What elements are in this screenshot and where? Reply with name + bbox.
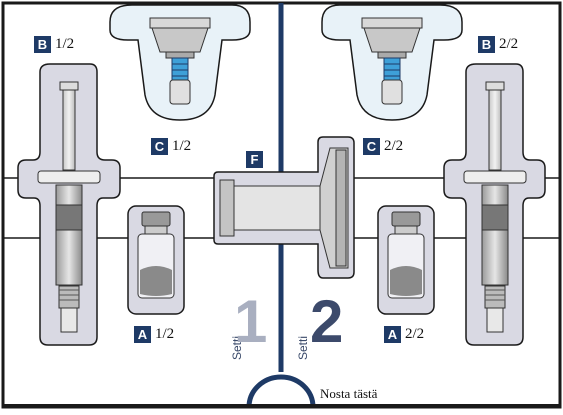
lift-notch <box>246 374 316 408</box>
label-letter: C <box>363 138 380 155</box>
set2-number: 2 <box>310 288 344 355</box>
transfer-connector-icon <box>219 147 349 269</box>
vial-icon <box>387 211 425 299</box>
syringe-icon <box>37 81 101 333</box>
label-letter: F <box>246 151 263 168</box>
lift-here-label: Nosta tästä <box>320 386 378 401</box>
label-a-set2: A 2/2 <box>384 326 424 343</box>
label-letter: A <box>384 326 401 343</box>
label-letter: B <box>34 36 51 53</box>
set2-word: Setti <box>296 335 310 360</box>
label-fraction: 1/2 <box>55 36 75 52</box>
label-a-set1: A 1/2 <box>134 326 174 343</box>
vial-adapter-icon <box>361 17 423 105</box>
syringe-icon <box>463 81 527 333</box>
vial-icon <box>137 211 175 299</box>
label-c-set2: C 2/2 <box>363 138 403 155</box>
label-fraction: 2/2 <box>384 138 404 154</box>
label-fraction: 2/2 <box>499 36 519 52</box>
label-letter: C <box>151 138 168 155</box>
label-f: F <box>246 151 263 168</box>
label-b-set1: B 1/2 <box>34 36 74 53</box>
label-letter: A <box>134 326 151 343</box>
label-letter: B <box>478 36 495 53</box>
set1-number: 1 <box>234 288 268 355</box>
label-fraction: 2/2 <box>405 326 425 342</box>
label-b-set2: B 2/2 <box>478 36 518 53</box>
label-fraction: 1/2 <box>155 326 175 342</box>
label-c-set1: C 1/2 <box>151 138 191 155</box>
vial-adapter-icon <box>149 17 211 105</box>
label-fraction: 1/2 <box>172 138 192 154</box>
